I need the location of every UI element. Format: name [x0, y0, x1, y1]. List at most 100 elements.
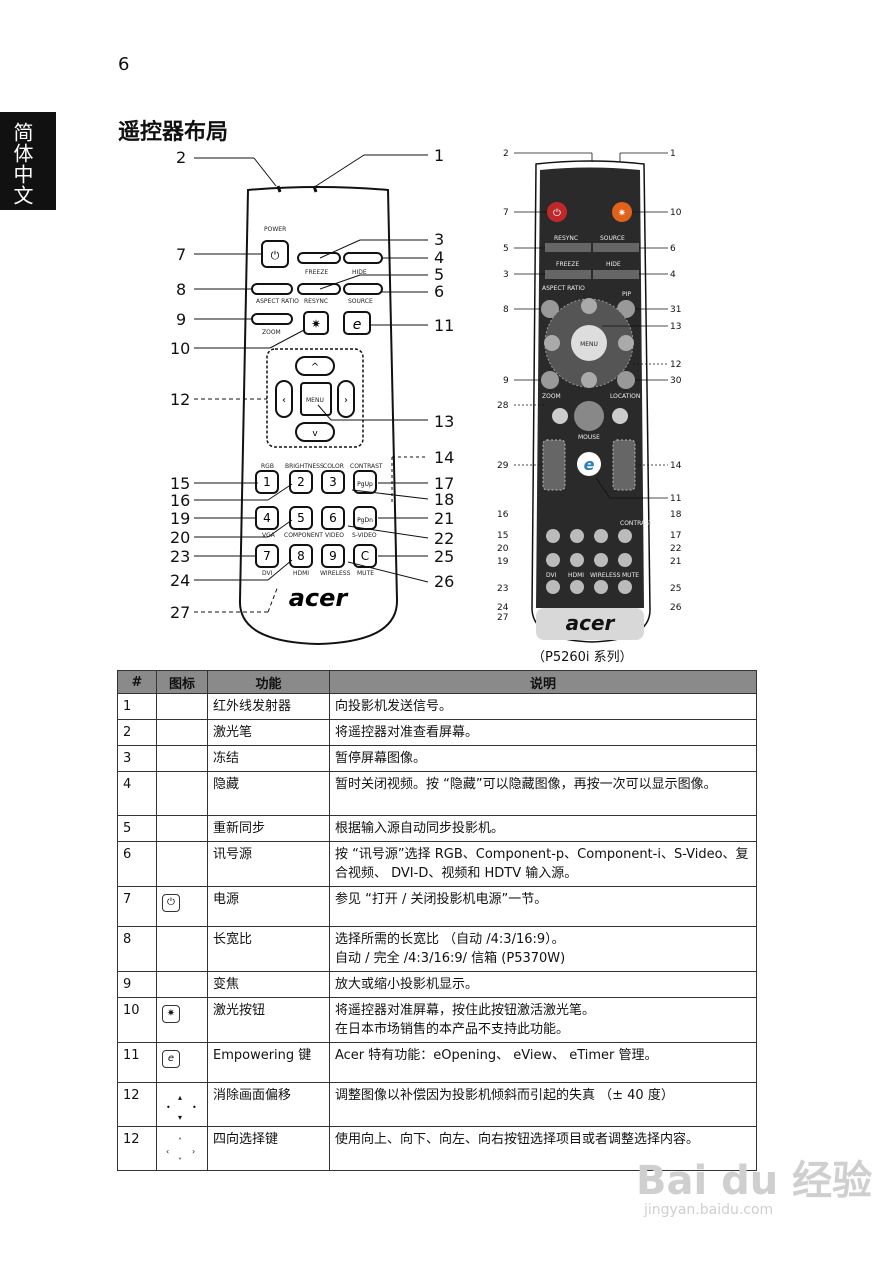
- header-num: #: [117, 670, 157, 694]
- page-number: 6: [118, 54, 130, 75]
- keypad-button-right[interactable]: [546, 529, 560, 543]
- hide-button-right[interactable]: [593, 270, 639, 279]
- keypad-button[interactable]: [353, 470, 377, 494]
- resync-button-right[interactable]: [545, 243, 591, 252]
- row-icon-cell: ▴▾••: [156, 1082, 208, 1127]
- keypad-button[interactable]: [289, 506, 313, 530]
- callout-number: 27: [170, 603, 190, 622]
- row-number: 11: [117, 1042, 157, 1083]
- hide-button[interactable]: [343, 252, 383, 264]
- right-button[interactable]: [337, 380, 355, 418]
- keypad-button[interactable]: [255, 470, 279, 494]
- resync-label-right: RESYNC: [554, 235, 578, 242]
- keypad-button[interactable]: [321, 544, 345, 568]
- side-tab-label: 简体中文: [10, 122, 34, 206]
- row-icon-cell: ✷: [156, 997, 208, 1043]
- callout-number: 4: [670, 270, 676, 280]
- up-button[interactable]: [295, 356, 335, 376]
- keypad-button-right[interactable]: [594, 553, 608, 567]
- mouse-left-click[interactable]: [552, 408, 568, 424]
- freeze-button[interactable]: [297, 252, 341, 264]
- zoom-button[interactable]: [251, 313, 293, 325]
- mute-label-right: MUTE: [622, 572, 639, 579]
- keypad-button-right[interactable]: [618, 553, 632, 567]
- down-button-right[interactable]: [581, 372, 597, 388]
- keypad-button-right[interactable]: [570, 553, 584, 567]
- laser-button-orange[interactable]: [612, 202, 632, 222]
- keypad-button-right[interactable]: [618, 580, 632, 594]
- row-description: Acer 特有功能：eOpening、 eView、 eTimer 管理。: [329, 1042, 757, 1083]
- callout-number: 27: [497, 613, 508, 623]
- page-down-pad[interactable]: [612, 439, 636, 491]
- keypad-button-right[interactable]: [618, 529, 632, 543]
- description-line: 选择所需的长宽比 （自动 /4:3/16:9）。: [335, 932, 565, 947]
- row-icon-cell: [156, 926, 208, 972]
- chevron-left-icon: ‹: [282, 395, 286, 406]
- callout-number: 14: [434, 448, 454, 467]
- up-button-right[interactable]: [581, 298, 597, 314]
- power-icon-right: ⏻: [553, 208, 561, 219]
- empowering-button-right[interactable]: [577, 452, 601, 476]
- laser-icon-right: ✷: [618, 208, 626, 219]
- keypad-button-label: 3: [329, 475, 337, 489]
- keypad-button-right[interactable]: [570, 580, 584, 594]
- menu-button[interactable]: [300, 382, 332, 416]
- row-description: 使用向上、向下、向左、向右按钮选择项目或者调整选择内容。: [329, 1126, 757, 1171]
- left-button[interactable]: [275, 380, 293, 418]
- keypad-button[interactable]: [289, 470, 313, 494]
- callout-number: 11: [670, 494, 681, 504]
- location-button-right[interactable]: [617, 371, 635, 389]
- keypad-button-right[interactable]: [546, 553, 560, 567]
- row-description: 参见 “打开 / 关闭投影机电源”一节。: [329, 886, 757, 927]
- mouse-button-right[interactable]: [574, 401, 604, 431]
- aspect-button-right[interactable]: [541, 300, 559, 318]
- callout-number: 19: [170, 509, 190, 528]
- keypad-button[interactable]: [289, 544, 313, 568]
- page-up-pad[interactable]: [542, 439, 566, 491]
- keypad-button-right[interactable]: [594, 580, 608, 594]
- laser-icon: ✷: [311, 317, 321, 331]
- left-button-right[interactable]: [544, 335, 560, 351]
- callout-number: 13: [670, 322, 681, 332]
- keypad-button[interactable]: [321, 470, 345, 494]
- acer-logo-left: acer: [289, 584, 350, 612]
- callout-number: 21: [434, 509, 454, 528]
- resync-button[interactable]: [297, 283, 341, 295]
- callout-number: 21: [670, 557, 681, 567]
- keypad-button[interactable]: [353, 544, 377, 568]
- power-button-red[interactable]: [547, 202, 567, 222]
- down-button[interactable]: [295, 422, 335, 442]
- description-line-2: 自动 / 完全 /4:3/16:9/ 信箱 (P5370W): [335, 951, 566, 966]
- keypad-button-label: 2: [297, 475, 305, 489]
- menu-button-right[interactable]: [571, 325, 607, 361]
- callout-number: 11: [434, 316, 454, 335]
- keypad-button-right[interactable]: [546, 580, 560, 594]
- zoom-button-right[interactable]: [541, 371, 559, 389]
- mouse-right-click[interactable]: [612, 408, 628, 424]
- keypad-button[interactable]: [321, 506, 345, 530]
- source-button[interactable]: [343, 283, 383, 295]
- right-button-right[interactable]: [618, 335, 634, 351]
- empowering-button[interactable]: [343, 311, 371, 335]
- laser-button[interactable]: [303, 311, 329, 335]
- row-icon-cell: [156, 719, 208, 746]
- source-button-right[interactable]: [593, 243, 639, 252]
- keypad-button-right[interactable]: [570, 529, 584, 543]
- callout-number: 5: [503, 244, 509, 254]
- empowering-icon: e: [162, 1050, 180, 1068]
- freeze-button-right[interactable]: [545, 270, 591, 279]
- row-icon-cell: e: [156, 1042, 208, 1083]
- aspect-ratio-button[interactable]: [251, 283, 293, 295]
- contrast-label: CONTRAST: [350, 463, 383, 470]
- resync-label: RESYNC: [304, 298, 328, 305]
- description-line: 参见 “打开 / 关闭投影机电源”一节。: [335, 892, 548, 907]
- keypad-button-right[interactable]: [594, 529, 608, 543]
- component-label: COMPONENT: [284, 532, 323, 539]
